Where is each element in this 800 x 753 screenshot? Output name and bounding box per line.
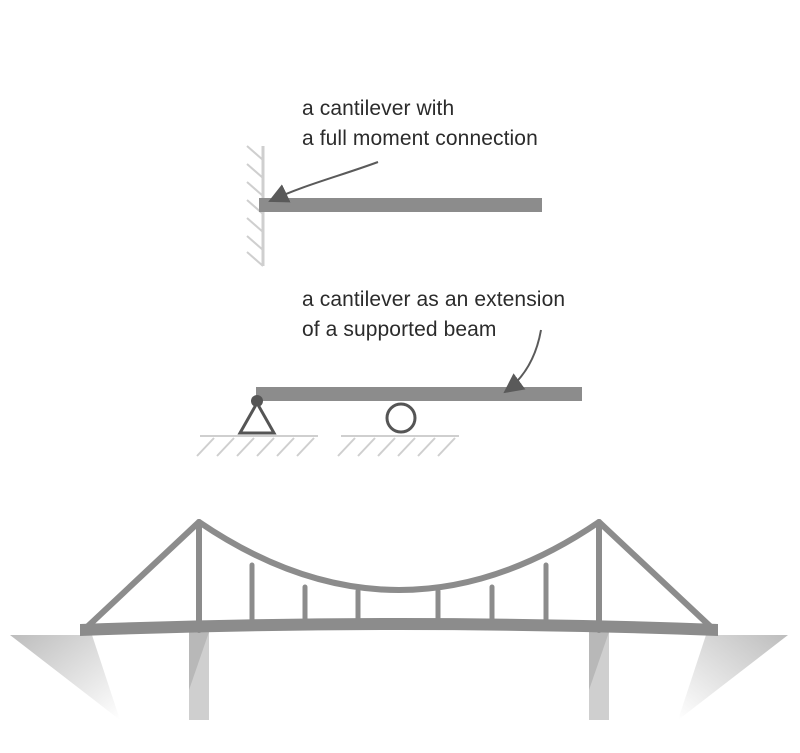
fixed-cantilever-leader-arrow <box>268 161 379 203</box>
roller-ground-hatching <box>337 437 456 457</box>
pin-ground-hatching <box>196 437 315 457</box>
fixed-wall-hatching <box>246 145 264 267</box>
pin-support-triangle <box>237 399 277 435</box>
right-back-stay <box>596 519 715 631</box>
right-pier-shade <box>589 632 609 690</box>
suspension-bridge <box>10 519 788 720</box>
left-pier-shade <box>189 632 209 690</box>
fixed-cantilever-beam <box>259 198 542 212</box>
main-cable <box>196 519 602 593</box>
extension-cantilever-label-line1: a cantilever as an extension <box>302 288 566 311</box>
bridge-deck <box>80 618 718 636</box>
extension-beam <box>256 387 582 401</box>
fixed-cantilever-label: a cantilever with a full moment connecti… <box>302 94 538 154</box>
fixed-cantilever-label-line2: a full moment connection <box>302 127 538 150</box>
extension-cantilever <box>196 329 582 457</box>
hangers <box>249 562 549 628</box>
left-back-stay <box>83 519 202 631</box>
extension-cantilever-label: a cantilever as an extension of a suppor… <box>302 285 565 345</box>
fixed-cantilever <box>246 145 542 267</box>
extension-cantilever-label-line2: of a supported beam <box>302 318 497 341</box>
fixed-cantilever-label-line1: a cantilever with <box>302 97 455 120</box>
roller-support <box>385 402 417 434</box>
extension-leader-arrow <box>503 329 542 394</box>
left-river-bank <box>10 635 120 720</box>
right-river-bank <box>678 635 788 720</box>
